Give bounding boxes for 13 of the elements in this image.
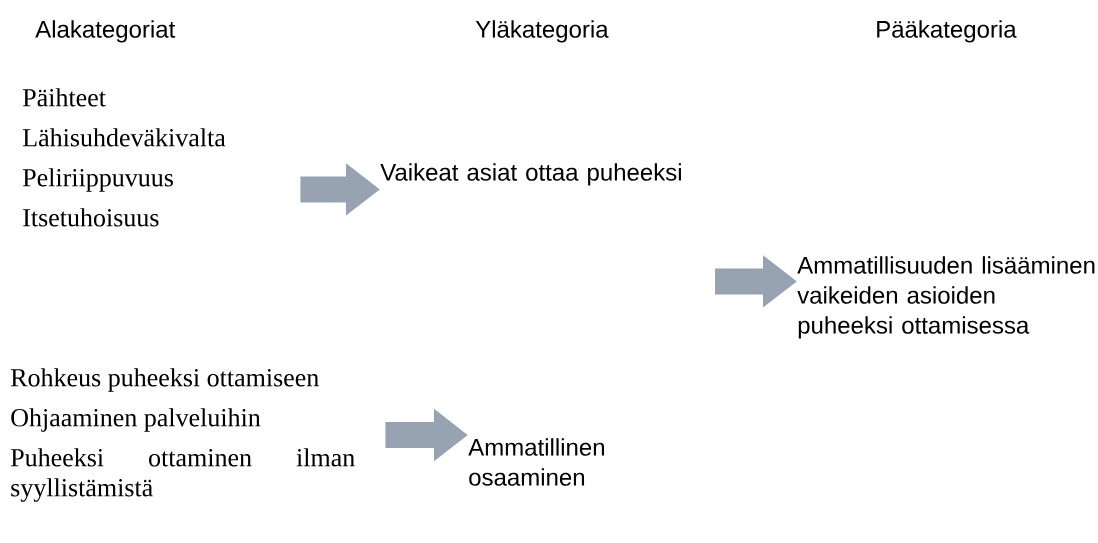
list-item: Itsetuhoisuus	[23, 208, 159, 227]
list-item: Lähisuhdeväkivalta	[22, 128, 226, 147]
column-heading: Yläkategoria	[475, 20, 609, 43]
category-text: Ammatillisuuden lisääminen vaikeiden asioiden puheeksi ottamisessa	[797, 256, 1095, 339]
list-item: Ohjaaminen palveluihin	[11, 408, 261, 432]
list-item: Päihteet	[22, 88, 106, 107]
category-text: Vaikeat asiat ottaa puheeksi	[380, 163, 681, 186]
list-item: Peliriippuvuus	[22, 168, 173, 192]
list-item: Puheeksi ottaminen ilman syyllistämistä	[10, 448, 355, 502]
category-text: Ammatillinen osaaminen	[468, 438, 604, 486]
column-heading: Pääkategoria	[877, 20, 1017, 43]
list-item: Rohkeus puheeksi ottamiseen	[10, 368, 319, 392]
column-heading: Alakategoriat	[35, 20, 176, 43]
